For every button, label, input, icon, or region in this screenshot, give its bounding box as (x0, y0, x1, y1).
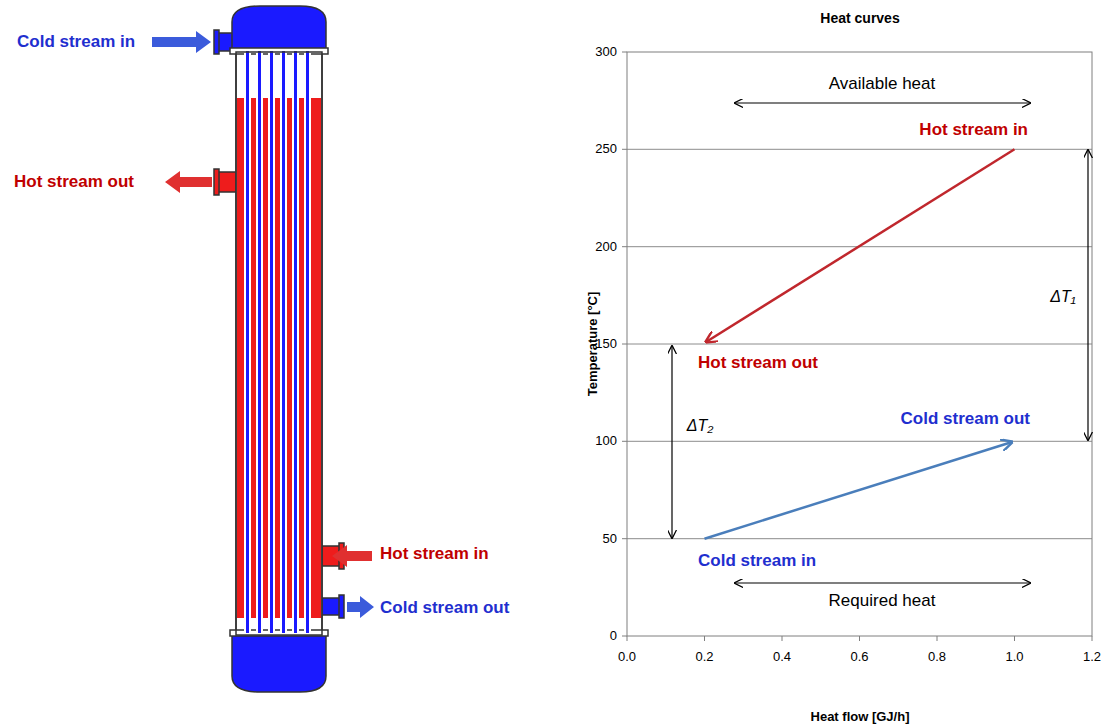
tick-label: 200 (593, 239, 619, 254)
delta-label: ΔT₁ (1048, 288, 1078, 306)
flow-arrows (152, 31, 374, 618)
tick-label: 300 (593, 45, 619, 60)
axis-title: Temperature [°C] (586, 290, 601, 399)
curve-label: Hot stream out (696, 353, 820, 373)
annotation: Required heat (827, 591, 938, 611)
tick-label: 100 (593, 434, 619, 449)
tick-label: 0 (608, 629, 619, 644)
tick-label: 0.6 (848, 650, 870, 665)
stream-label: Hot stream in (378, 544, 491, 564)
stream-label: Cold stream in (15, 32, 137, 52)
axis-title: Heat flow [GJ/h] (809, 710, 912, 725)
curve-label: Cold stream out (899, 409, 1032, 429)
cold-curve (705, 442, 1013, 539)
hot-curve (706, 149, 1015, 342)
axis-ticks (622, 52, 1092, 641)
dimension-arrows (672, 103, 1088, 583)
heat-exchanger (214, 6, 344, 692)
tick-label: 0.8 (926, 650, 948, 665)
tick-label: 50 (601, 531, 619, 546)
tick-label: 1.0 (1003, 650, 1025, 665)
stream-label: Hot stream out (12, 172, 136, 192)
stream-label: Cold stream out (378, 598, 511, 618)
tick-label: 250 (593, 142, 619, 157)
chart-grid (627, 52, 1092, 636)
annotation: Available heat (827, 74, 938, 94)
tick-label: 0.2 (693, 650, 715, 665)
curve-label: Hot stream in (917, 120, 1030, 140)
tick-label: 1.2 (1081, 650, 1103, 665)
chart-title: Heat curves (818, 10, 901, 26)
tick-label: 0.4 (771, 650, 793, 665)
curve-label: Cold stream in (696, 551, 818, 571)
delta-label: ΔT₂ (685, 417, 716, 435)
tick-label: 0.0 (616, 650, 638, 665)
